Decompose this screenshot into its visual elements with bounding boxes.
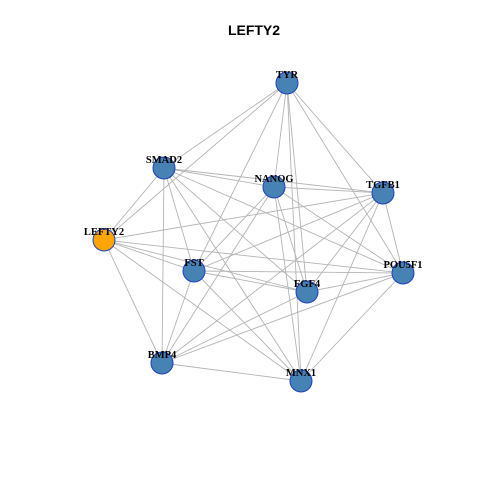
node-label-fgf4: FGF4 [294,279,321,290]
edge-smad2-pou5f1 [163,167,404,274]
node-label-pou5f1: POU5F1 [383,260,422,271]
edge-nanog-tgfb1 [273,186,384,194]
edges-layer [103,82,404,382]
edge-tyr-smad2 [163,82,288,169]
node-fst [182,259,206,283]
node-lefty2 [92,228,116,252]
edge-tgfb1-bmp4 [161,192,384,364]
edge-nanog-fst [193,186,275,272]
edge-tyr-lefty2 [103,82,288,241]
edge-tyr-nanog [273,82,288,188]
node-mnx1 [289,369,313,393]
edge-nanog-mnx1 [273,186,302,382]
node-label-fst: FST [184,258,203,269]
edge-lefty2-pou5f1 [103,239,404,274]
edge-tgfb1-fst [193,192,384,272]
graph-title: LEFTY2 [228,22,280,38]
edge-tyr-pou5f1 [286,82,404,274]
node-label-tyr: TYR [276,70,299,81]
edge-smad2-fgf4 [163,167,308,293]
node-label-mnx1: MNX1 [286,368,316,379]
edge-smad2-fst [163,167,195,272]
edge-smad2-nanog [163,167,275,188]
node-fgf4 [295,280,319,304]
edge-tyr-tgfb1 [286,82,384,194]
node-smad2 [152,156,176,180]
edge-smad2-mnx1 [163,167,302,382]
edge-nanog-pou5f1 [273,186,404,274]
edge-tgfb1-pou5f1 [382,192,404,274]
node-bmp4 [150,351,174,375]
node-label-lefty2: LEFTY2 [84,227,124,238]
edge-fgf4-pou5f1 [306,272,404,293]
edge-smad2-bmp4 [161,167,165,364]
edge-fst-bmp4 [161,270,195,364]
node-label-tgfb1: TGFB1 [366,180,400,191]
edge-pou5f1-mnx1 [300,272,404,382]
edge-fst-fgf4 [193,270,308,293]
edge-smad2-lefty2 [103,167,165,241]
node-tyr [275,71,299,95]
node-label-smad2: SMAD2 [146,155,182,166]
edge-bmp4-mnx1 [161,362,302,382]
edge-pou5f1-bmp4 [161,272,404,364]
node-label-bmp4: BMP4 [148,350,177,361]
node-tgfb1 [371,181,395,205]
edge-tgfb1-lefty2 [103,192,384,241]
edge-lefty2-fst [103,239,195,272]
edge-tyr-fgf4 [286,82,308,293]
edge-nanog-bmp4 [161,186,275,364]
edge-fst-mnx1 [193,270,302,382]
edge-fst-pou5f1 [193,270,404,274]
edge-nanog-fgf4 [273,186,308,293]
edge-tgfb1-mnx1 [300,192,384,382]
edge-lefty2-fgf4 [103,239,308,293]
edge-tgfb1-fgf4 [306,192,384,293]
edge-lefty2-bmp4 [103,239,163,364]
edge-fgf4-bmp4 [161,291,308,364]
node-pou5f1 [391,261,415,285]
nodes-layer [92,71,415,393]
node-label-nanog: NANOG [254,174,293,185]
edge-lefty2-mnx1 [103,239,302,382]
edge-tyr-mnx1 [286,82,302,382]
node-nanog [262,175,286,199]
